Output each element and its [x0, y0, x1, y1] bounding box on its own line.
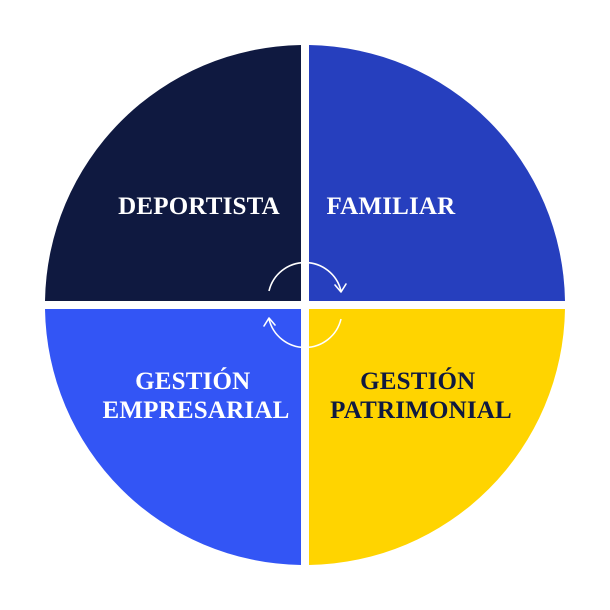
- cycle-arrows-icon: [263, 261, 347, 349]
- quadrant-deportista: [45, 45, 301, 301]
- label-familiar: FAMILIAR: [327, 193, 457, 220]
- quadrant-gestion-patrimonial: [309, 309, 565, 565]
- quadrant-familiar: [309, 45, 565, 301]
- cycle-arc-top: [268, 261, 342, 292]
- label-gestion-empresarial: GESTIÓN EMPRESARIAL: [103, 367, 290, 424]
- label-gestion-patrimonial: GESTIÓN PATRIMONIAL: [330, 367, 512, 424]
- quadrant-gestion-empresarial: [45, 309, 301, 565]
- cycle-arrowhead-top: [334, 283, 347, 293]
- label-deportista: DEPORTISTA: [118, 193, 280, 220]
- cycle-arrowhead-bottom: [263, 317, 276, 327]
- cycle-arc-bottom: [268, 318, 342, 349]
